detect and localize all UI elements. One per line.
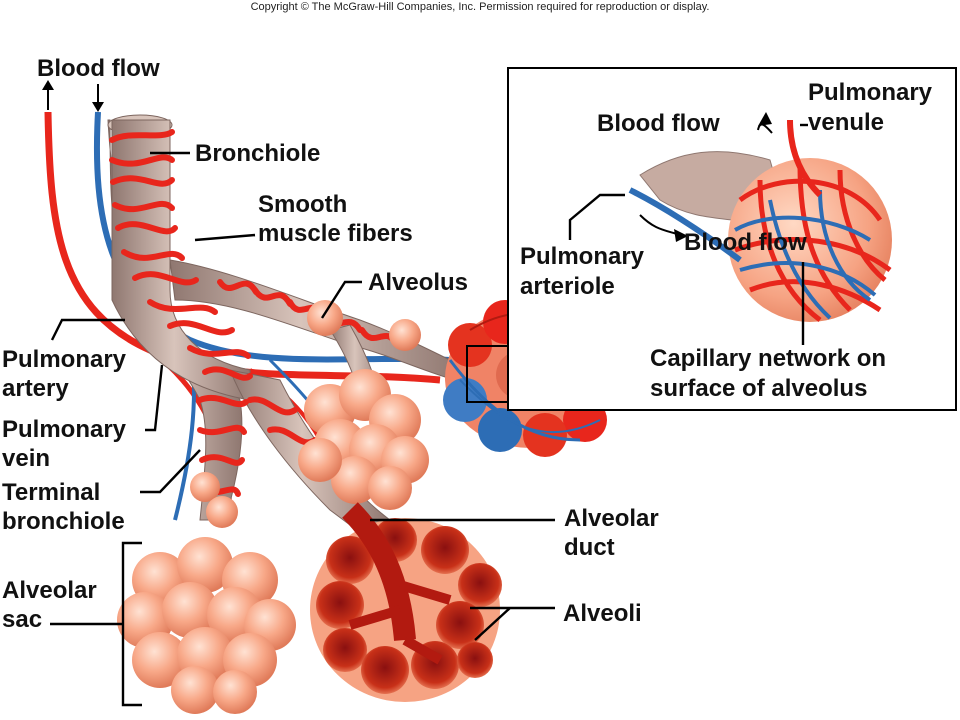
label-pulmonary-arteriole-line1: Pulmonary <box>520 243 645 270</box>
label-pulmonary-artery-line1: Pulmonary <box>2 346 127 373</box>
inset-alveolus <box>628 112 892 322</box>
copyright-notice: Copyright © The McGraw-Hill Companies, I… <box>251 1 710 13</box>
alveoli-cutaway <box>310 502 502 702</box>
label-capillary-network-line2: surface of alveolus <box>650 375 867 402</box>
label-alveolar-sac-line2: sac <box>2 606 42 633</box>
label-blood-flow-left: Blood flow <box>37 55 160 82</box>
label-alveolus: Alveolus <box>368 269 468 296</box>
label-alveoli: Alveoli <box>563 600 642 627</box>
label-alveolar-duct-line1: Alveolar <box>564 505 659 532</box>
label-pulmonary-vein-line2: vein <box>2 445 50 472</box>
label-terminal-bronchiole-line1: Terminal <box>2 479 100 506</box>
label-capillary-network-line1: Capillary network on <box>650 345 886 372</box>
blood-flow-arrows <box>42 80 104 112</box>
label-inset-blood-flow-mid: Blood flow <box>684 229 807 256</box>
label-pulmonary-venule-line1: Pulmonary <box>808 79 933 106</box>
alveolar-sac-cluster <box>117 537 296 714</box>
label-pulmonary-vein-line1: Pulmonary <box>2 416 127 443</box>
label-pulmonary-venule-line2: venule <box>808 109 884 136</box>
label-alveolar-sac-line1: Alveolar <box>2 577 97 604</box>
label-smooth-muscle-line1: Smooth <box>258 191 347 218</box>
label-pulmonary-arteriole-line2: arteriole <box>520 273 615 300</box>
label-inset-blood-flow-top: Blood flow <box>597 110 720 137</box>
alveolar-cluster-middle <box>298 369 429 510</box>
alveolus-single <box>307 300 343 336</box>
label-alveolar-duct-line2: duct <box>564 534 615 561</box>
label-pulmonary-artery-line2: artery <box>2 375 69 402</box>
label-terminal-bronchiole-line2: bronchiole <box>2 508 125 535</box>
label-bronchiole: Bronchiole <box>195 140 320 167</box>
label-smooth-muscle-line2: muscle fibers <box>258 220 413 247</box>
